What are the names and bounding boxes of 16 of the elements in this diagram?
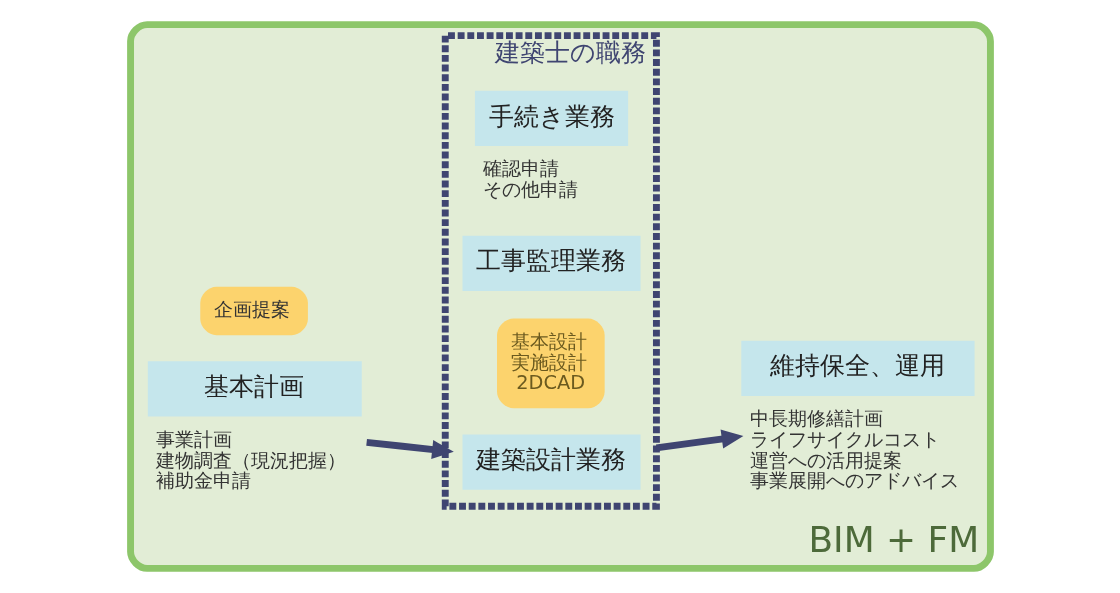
node-label: 建物調査（現況把握） bbox=[155, 448, 346, 472]
arrow bbox=[365, 438, 454, 459]
node-label: 確認申請 bbox=[482, 157, 559, 181]
node-label: 事業展開へのアドバイス bbox=[749, 469, 959, 493]
node-label: その他申請 bbox=[482, 178, 578, 202]
node-label: 事業計画 bbox=[155, 427, 232, 451]
node-box: 基本設計 実施設計 2DCAD bbox=[496, 318, 605, 409]
node-box: 企画提案 bbox=[199, 286, 308, 336]
node-box: 手続き業務 bbox=[474, 90, 628, 147]
node-box: 工事監理業務 bbox=[462, 235, 641, 291]
node-box: 建築設計業務 bbox=[462, 434, 641, 490]
node-box: 基本計画 bbox=[147, 361, 362, 417]
node-box: 維持保全、運用 bbox=[740, 340, 975, 396]
arrow bbox=[655, 429, 743, 452]
node-label: 運営への活用提案 bbox=[749, 448, 902, 472]
node-label: 補助金申請 bbox=[155, 469, 251, 493]
